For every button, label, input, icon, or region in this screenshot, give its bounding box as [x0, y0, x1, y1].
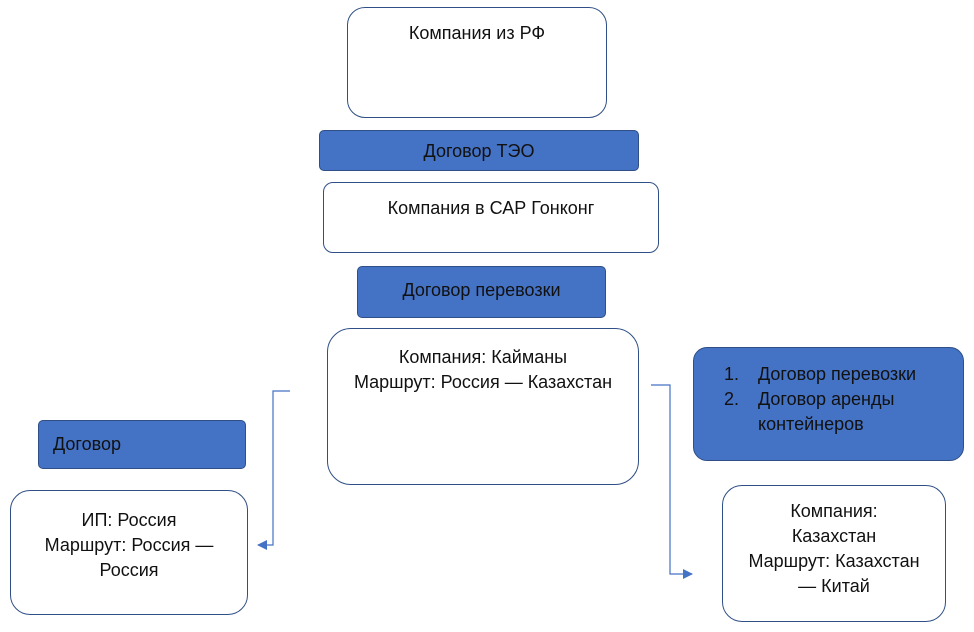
- node-kz-company-line-1: Компания:: [790, 501, 878, 521]
- node-rf-company-line: Компания из РФ: [408, 23, 546, 43]
- node-cayman-company-line-1: Компания: Кайманы: [398, 347, 568, 367]
- node-ip-russia-line-3: Россия: [99, 560, 159, 580]
- node-teo-contract: Договор ТЭО: [319, 130, 639, 171]
- connector-right-arrow: [651, 384, 693, 579]
- node-ip-russia: ИП: Россия Маршрут: Россия — Россия: [10, 490, 248, 615]
- list-item: 2. Договор аренды контейнеров: [724, 387, 963, 437]
- node-ip-russia-line-1: ИП: Россия: [81, 510, 177, 530]
- list-item-number: 2.: [724, 389, 740, 409]
- node-carriage-contract: Договор перевозки: [357, 266, 606, 318]
- connector-left-arrow: [257, 390, 290, 550]
- node-contract-left: Договор: [38, 420, 246, 469]
- node-hk-company-line: Компания в САР Гонконг: [387, 198, 595, 218]
- list-item-text: Договор аренды контейнеров: [758, 389, 895, 434]
- node-contracts-list: 1. Договор перевозки 2. Договор аренды к…: [693, 347, 964, 461]
- node-contract-left-label: Договор: [53, 434, 121, 454]
- list-item-number: 1.: [724, 364, 740, 384]
- node-hk-company: Компания в САР Гонконг: [323, 182, 659, 253]
- list-item-text: Договор перевозки: [758, 364, 917, 384]
- node-kz-company-line-2: Казахстан: [791, 526, 877, 546]
- node-kz-company: Компания: Казахстан Маршрут: Казахстан —…: [722, 485, 946, 622]
- node-carriage-contract-label: Договор перевозки: [402, 280, 561, 300]
- node-kz-company-line-3: Маршрут: Казахстан: [748, 551, 920, 571]
- list-item: 1. Договор перевозки: [724, 362, 963, 387]
- node-ip-russia-line-2: Маршрут: Россия —: [44, 535, 214, 555]
- node-cayman-company: Компания: Кайманы Маршрут: Россия — Каза…: [327, 328, 639, 485]
- node-teo-contract-label: Договор ТЭО: [423, 141, 535, 161]
- node-rf-company: Компания из РФ: [347, 7, 607, 118]
- node-cayman-company-line-2: Маршрут: Россия — Казахстан: [353, 372, 613, 392]
- node-kz-company-line-4: — Китай: [798, 576, 870, 596]
